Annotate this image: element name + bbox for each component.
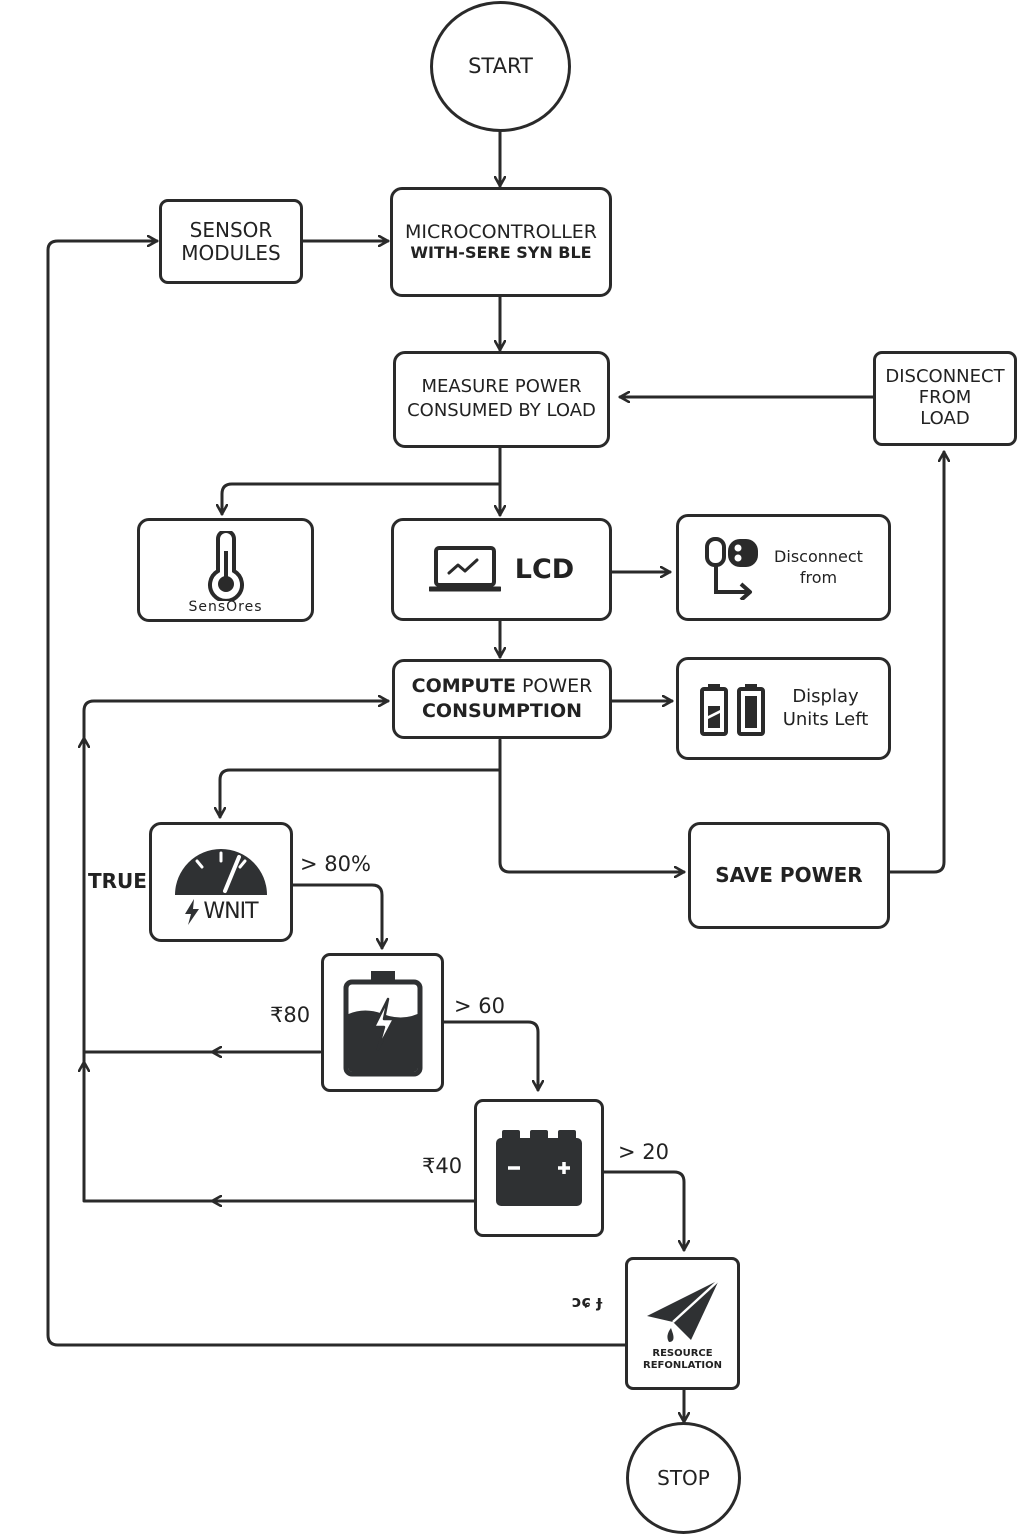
save-power-label: SAVE POWER bbox=[715, 863, 863, 887]
edge-compute-to-save bbox=[498, 738, 686, 872]
compute-word: COMPUTE bbox=[411, 674, 516, 697]
display-units-line2: Units Left bbox=[782, 708, 869, 730]
plug-icon bbox=[704, 536, 762, 600]
lcd-label: LCD bbox=[514, 553, 575, 585]
sensors-label: SensOres bbox=[188, 599, 263, 615]
microcontroller-box: MICROCONTROLLER WITH-SERE SYN BLE bbox=[390, 187, 612, 297]
edge-measure-to-sensors bbox=[222, 482, 502, 516]
edge-save-to-disconnect bbox=[888, 450, 944, 874]
battery-pair-icon bbox=[699, 682, 769, 736]
edge-carbattery-to-resource bbox=[602, 1170, 684, 1252]
measure-power-box: MEASURE POWER CONSUMED BY LOAD bbox=[393, 351, 610, 448]
edge-battery-to-carbattery bbox=[442, 1020, 538, 1092]
edge-label-gt80: > 80% bbox=[300, 852, 371, 876]
disconnect-load-line1: DISCONNECT bbox=[885, 366, 1005, 388]
sensors-box: SensOres bbox=[137, 518, 314, 622]
microcontroller-line1: MICROCONTROLLER bbox=[405, 220, 597, 243]
edge-label-r80: ₹80 bbox=[270, 1003, 311, 1027]
paper-plane-icon bbox=[643, 1276, 723, 1346]
resource-line2: REFONLATION bbox=[643, 1359, 722, 1371]
car-battery-icon bbox=[494, 1128, 584, 1208]
disconnect-from-line2: from bbox=[799, 567, 838, 587]
power-word: POWER bbox=[515, 674, 593, 697]
resource-line1: RESOURCE bbox=[652, 1348, 713, 1359]
disconnect-from-load-box: DISCONNECT FROM LOAD bbox=[873, 351, 1017, 446]
edge-resource-loop-to-sensor bbox=[46, 241, 628, 1347]
display-units-line1: Display bbox=[792, 685, 859, 707]
edge-label-r40: ₹40 bbox=[422, 1154, 463, 1178]
display-units-box: Display Units Left bbox=[676, 657, 891, 760]
battery-box bbox=[321, 953, 444, 1092]
consumption-word: CONSUMPTION bbox=[421, 699, 583, 722]
lcd-box: LCD bbox=[391, 518, 612, 621]
microcontroller-line2: WITH-SERE SYN BLE bbox=[410, 242, 592, 262]
measure-power-line1: MEASURE POWER bbox=[421, 376, 582, 398]
resource-box: RESOURCE REFONLATION bbox=[625, 1257, 740, 1390]
edge-label-true: TRUE bbox=[88, 869, 147, 893]
bolt-icon bbox=[184, 899, 200, 925]
edge-loop-to-compute bbox=[82, 701, 390, 1202]
meter-box: WNIT bbox=[149, 822, 293, 942]
sensor-modules-line1: SENSOR bbox=[189, 217, 273, 242]
disconnect-from-box: Disconnect from bbox=[676, 514, 891, 621]
edge-label-gt60: > 60 bbox=[454, 994, 505, 1018]
meter-label: WNIT bbox=[203, 899, 258, 925]
compute-power-box: COMPUTE POWER CONSUMPTION bbox=[392, 659, 612, 739]
edge-label-gt20: > 20 bbox=[618, 1140, 669, 1164]
disconnect-load-line3: LOAD bbox=[920, 407, 970, 429]
gauge-icon bbox=[173, 839, 269, 897]
measure-power-line2: CONSUMED BY LOAD bbox=[407, 400, 596, 421]
thermometer-icon bbox=[201, 531, 251, 601]
sensor-modules-line2: MODULES bbox=[181, 240, 281, 265]
car-battery-box bbox=[474, 1099, 604, 1237]
disconnect-load-line2: FROM bbox=[918, 387, 972, 409]
save-power-box: SAVE POWER bbox=[688, 822, 890, 929]
stop-node: STOP bbox=[626, 1422, 741, 1534]
edge-label-garbled: ɔɕ ɟ bbox=[572, 1292, 603, 1311]
start-node: START bbox=[430, 1, 571, 132]
sensor-modules-box: SENSOR MODULES bbox=[159, 199, 303, 284]
laptop-chart-icon bbox=[428, 545, 501, 595]
disconnect-from-line1: Disconnect bbox=[774, 547, 863, 567]
battery-charging-icon bbox=[342, 969, 424, 1077]
edge-meter-to-battery bbox=[290, 883, 382, 950]
stop-label: STOP bbox=[657, 1465, 710, 1490]
start-label: START bbox=[468, 54, 533, 79]
edge-compute-to-meter bbox=[220, 768, 502, 819]
